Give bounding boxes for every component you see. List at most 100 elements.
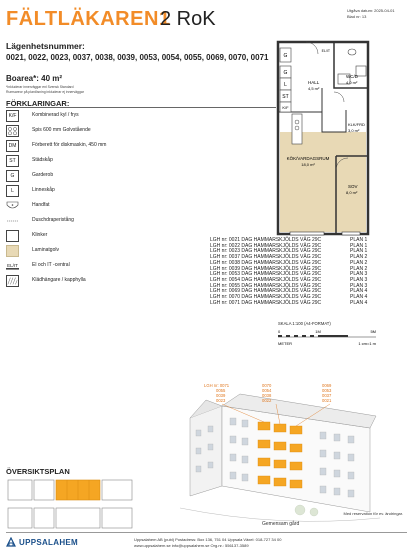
room-name-kokvr: KLK/FRD: [348, 122, 365, 127]
legend-symbol-g: G: [6, 170, 19, 182]
window: [341, 231, 361, 236]
unit-address: LGH nr: 0039 DAG HAMMARSKJÖLDS VÄG 29C: [210, 265, 322, 272]
area-note: *Inkluderar innerväggar enl Svensk Stand…: [6, 85, 84, 94]
unit-address: LGH nr: 0023 DAG HAMMARSKJÖLDS VÄG 29C: [210, 248, 322, 255]
callout-text: 0055: [216, 388, 226, 393]
footer-contact: Uppsalahem AB (publ) Postadress: Box 136…: [134, 537, 281, 549]
scale-tick-0: 0: [278, 329, 281, 334]
unit-plan: PLAN 1: [350, 248, 368, 255]
legend-item-kf: K/F Kombinerad kyl / frys: [6, 110, 256, 124]
overview-heading: ÖVERSIKTSPLAN: [6, 467, 70, 476]
unit-address: LGH nr: 0037 DAG HAMMARSKJÖLDS VÄG 29C: [210, 254, 322, 261]
unit-plan: PLAN 2: [350, 254, 368, 261]
legend-item-shower-rail: Duschdraperistång: [6, 215, 256, 229]
kokvr-walls: [321, 88, 347, 133]
callout-text: LGH nr: 0071: [204, 383, 230, 388]
tile-floor-icon: [6, 230, 19, 242]
unit-plan: PLAN 3: [350, 271, 368, 278]
footer-line-2: www.uppsalahem.se info@uppsalahem.se Org…: [134, 543, 249, 548]
legend-heading: FÖRKLARINGAR:: [6, 99, 70, 108]
callout-group-2: 0070 0054 0038 0022: [262, 383, 271, 403]
callout-text: 0070: [262, 383, 272, 388]
unit-address: LGH nr: 0054 DAG HAMMARSKJÖLDS VÄG 29C: [210, 276, 322, 283]
laminate-floor-icon: [6, 245, 19, 257]
kokvr-floor: [322, 110, 346, 132]
callout-text: 0023: [216, 398, 226, 403]
room-area-sov: 8,0 m²: [346, 190, 358, 195]
callout-lines: [221, 403, 331, 427]
footer-line-1: Uppsalahem AB (publ) Postadress: Box 136…: [134, 537, 282, 542]
legend-label: El och IT -central: [32, 262, 70, 268]
unit-plan: PLAN 4: [350, 299, 368, 306]
unit-plan: PLAN 1: [350, 237, 368, 243]
plan-label-elit: EL/IT: [322, 49, 331, 53]
closet-g-top: [279, 47, 292, 63]
unit-plan: PLAN 3: [350, 276, 368, 283]
unit-address: LGH nr: 0021 DAG HAMMARSKJÖLDS VÄG 29C: [210, 237, 322, 243]
callout-text: 0039: [216, 393, 226, 398]
unit-plan: PLAN 3: [350, 282, 368, 289]
washbasin-icon: [6, 200, 19, 212]
legend-label: Förberett för diskmaskin, 450 mm: [32, 142, 107, 148]
room-area-wc: 4,0 m²: [346, 80, 358, 85]
plan-label-g: G: [284, 70, 288, 76]
apartment-numbers: 0021, 0022, 0023, 0037, 0038, 0039, 0053…: [6, 53, 269, 62]
legend-symbol-kf: K/F: [6, 110, 19, 122]
overview-map: [6, 478, 134, 530]
legend-item-clothes-rack: Klädhängare / kapphylla: [6, 275, 256, 289]
legend-label: Städskåp: [32, 157, 53, 163]
unit-row: LGH nr: 0023 DAG HAMMARSKJÖLDS VÄG 29C PL…: [210, 249, 410, 255]
area-note-line-2: Rumsareor på planlösning inkluderar ej i…: [6, 89, 84, 94]
sheet-number: Blad nr: 13: [347, 14, 367, 19]
legend-label: Handfat: [32, 202, 50, 208]
legend-item-g: G Garderob: [6, 170, 256, 184]
scale-cm-note: 1 cm=1 m: [358, 341, 376, 346]
callout-text: 0053: [322, 388, 332, 393]
unit-row: LGH nr: 0022 DAG HAMMARSKJÖLDS VÄG 29C PL…: [210, 242, 410, 250]
unit-row: LGH nr: 0054 DAG HAMMARSKJÖLDS VÄG 29C PL…: [210, 276, 410, 284]
clothes-rack-icon: [6, 275, 19, 287]
legend-item-dm: DM Förberett för diskmaskin, 450 mm: [6, 140, 256, 154]
callout-text: 0037: [322, 393, 332, 398]
building-perspective: [180, 393, 380, 522]
unit-list: LGH nr: 0021 DAG HAMMARSKJÖLDS VÄG 29C PL…: [210, 237, 410, 307]
scale-segment: [278, 335, 282, 337]
legend-symbol-elit: EL/IT: [6, 260, 19, 272]
unit-address: LGH nr: 0071 DAG HAMMARSKJÖLDS VÄG 29C: [210, 299, 322, 306]
plan-label-l: L: [284, 82, 287, 88]
washbasin-icon: [337, 73, 351, 85]
room-name-sov: SOV: [348, 184, 358, 189]
unit-plan: PLAN 4: [350, 294, 368, 301]
unit-plan: PLAN 2: [350, 265, 368, 272]
unit-plan: PLAN 1: [350, 242, 368, 249]
room-name-hall: HALL: [308, 80, 320, 85]
kitchen-counter: [291, 113, 303, 145]
unit-address: LGH nr: 0022 DAG HAMMARSKJÖLDS VÄG 29C: [210, 242, 322, 249]
scale-unit: METER: [278, 341, 292, 346]
living-area: Boarea*: 40 m²: [6, 74, 63, 83]
ground-line: [180, 507, 380, 522]
legend-item-st: ST Städskåp: [6, 155, 256, 169]
unit-row: LGH nr: 0071 DAG HAMMARSKJÖLDS VÄG 29C PL…: [210, 299, 410, 307]
legend-item-stove: Spis 600 mm Golvstående: [6, 125, 256, 139]
legend-divider: [6, 107, 276, 108]
legend-item-washbasin: Handfat: [6, 200, 256, 214]
unit-address: LGH nr: 0038 DAG HAMMARSKJÖLDS VÄG 29C: [210, 259, 322, 266]
plan-label-kf: K/F: [282, 105, 289, 110]
legend-item-elit: EL/IT El och IT -central: [6, 260, 256, 274]
document-meta: Utgåva datum: 2025-04-01 Blad nr: 13: [347, 8, 407, 20]
room-area-hall: 4,5 m²: [308, 86, 320, 91]
room-name-kitchen: KÖK/VARDAGSRUM: [287, 155, 330, 161]
stove-icon: [294, 125, 300, 131]
issue-date: Utgåva datum: 2025-04-01: [347, 8, 395, 13]
apartment-numbers-heading: Lägenhetsnummer:: [6, 41, 85, 51]
room-area-kokvr: 3,0 m²: [348, 128, 360, 133]
entrance-door-swing: [305, 41, 319, 55]
legend-item-tile: Klinker: [6, 230, 256, 244]
legend-label: Duschdraperistång: [32, 217, 74, 223]
plan-label-g-top: G: [284, 53, 288, 59]
floor-plan: G G L ST K/F HALL 4,5 m² WC/D 4,0 m² KLK…: [276, 40, 370, 236]
legend-label: Kombinerad kyl / frys: [32, 112, 79, 118]
